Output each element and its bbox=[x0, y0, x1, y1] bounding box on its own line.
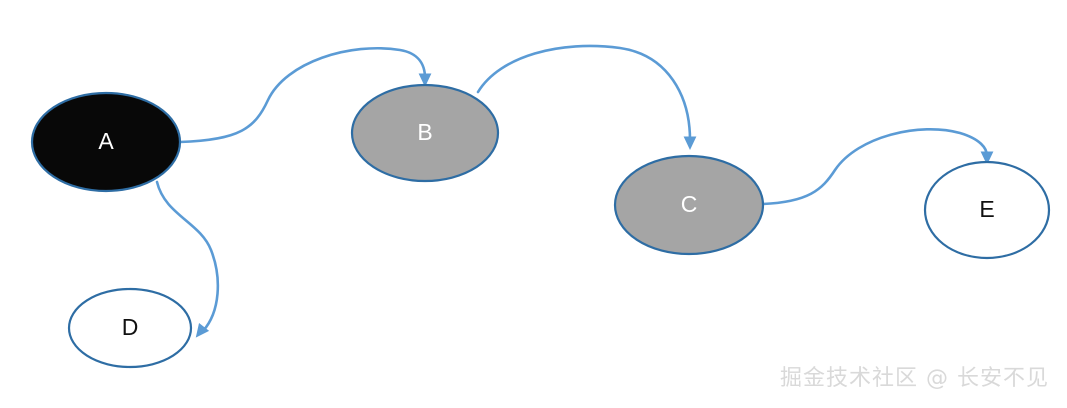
edges-layer bbox=[155, 44, 994, 338]
edge-line bbox=[761, 128, 989, 206]
watermark: 掘金技术社区 @ 长安不见 bbox=[780, 366, 1049, 391]
edge-a-to-d bbox=[155, 180, 220, 338]
nodes-layer: A B C D E bbox=[30, 83, 1051, 369]
node-label: C bbox=[681, 191, 698, 217]
edge-a-to-b bbox=[178, 46, 432, 144]
node-shape[interactable] bbox=[613, 154, 765, 256]
arrowhead-icon bbox=[980, 151, 994, 165]
edge-b-to-c bbox=[476, 44, 697, 150]
arrowhead-icon bbox=[195, 322, 210, 338]
edge-c-to-e bbox=[761, 128, 994, 206]
edge-line bbox=[476, 44, 692, 142]
node-shape[interactable] bbox=[67, 287, 193, 369]
node-d[interactable]: D bbox=[67, 287, 193, 369]
node-b[interactable]: B bbox=[350, 83, 500, 183]
node-label: D bbox=[122, 314, 139, 340]
node-shape[interactable] bbox=[350, 83, 500, 183]
edge-line bbox=[178, 46, 427, 144]
edge-line bbox=[155, 180, 220, 333]
arrowhead-icon bbox=[418, 73, 432, 87]
node-c[interactable]: C bbox=[613, 154, 765, 256]
node-shape[interactable] bbox=[923, 160, 1051, 260]
node-a[interactable]: A bbox=[30, 91, 182, 193]
node-e[interactable]: E bbox=[923, 160, 1051, 260]
arrowhead-icon bbox=[683, 136, 697, 150]
node-label: A bbox=[98, 128, 114, 154]
node-label: E bbox=[979, 196, 994, 222]
node-shape[interactable] bbox=[30, 91, 182, 193]
node-label: B bbox=[417, 119, 432, 145]
